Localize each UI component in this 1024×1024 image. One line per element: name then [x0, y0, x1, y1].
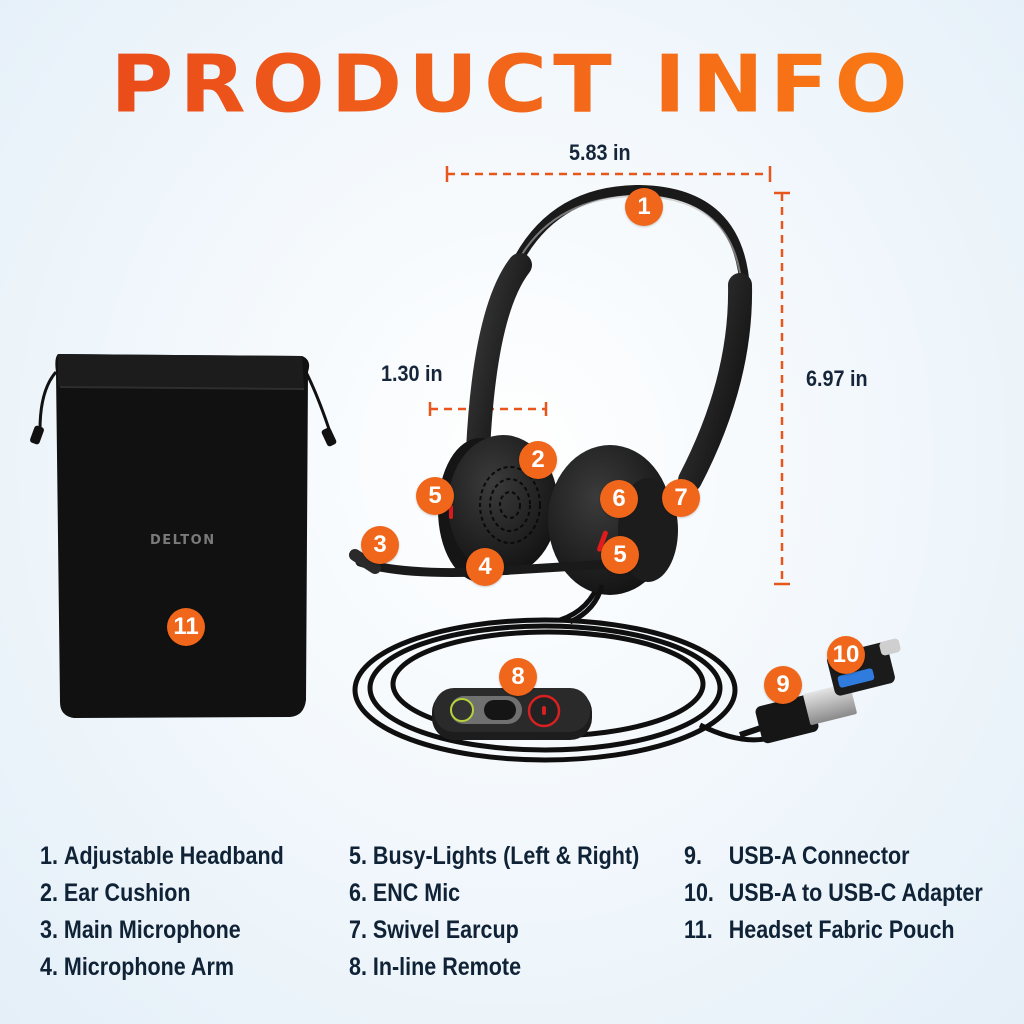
callout-badge-7: 7 — [662, 479, 700, 517]
legend-column-1: 1. Adjustable Headband 2. Ear Cushion 3.… — [40, 838, 284, 986]
height-dimension-line — [774, 191, 790, 586]
callout-badge-5-left: 5 — [416, 477, 454, 515]
legend-item: 10.USB-A to USB-C Adapter — [684, 879, 983, 907]
pouch-brand-logo: DELTON — [150, 533, 216, 548]
callout-badge-11: 11 — [167, 608, 205, 646]
callout-badge-9: 9 — [764, 666, 802, 704]
callout-badge-3: 3 — [361, 526, 399, 564]
headset — [349, 184, 753, 625]
legend-item: 6. ENC Mic — [349, 879, 461, 907]
legend-column-3: 9.USB-A Connector 10.USB-A to USB-C Adap… — [684, 838, 983, 949]
legend-item: 7. Swivel Earcup — [349, 916, 519, 944]
legend-item: 8. In-line Remote — [349, 953, 522, 981]
legend-item: 3. Main Microphone — [40, 916, 241, 944]
usb-a-connector — [739, 683, 857, 744]
inline-remote — [432, 688, 592, 740]
fabric-pouch — [30, 354, 337, 718]
earcup-dimension-label: 1.30 in — [381, 361, 443, 386]
legend-item: 4. Microphone Arm — [40, 953, 234, 981]
callout-badge-6: 6 — [600, 480, 638, 518]
page-title: PRODUCT INFO — [0, 45, 1024, 124]
height-dimension-label: 6.97 in — [806, 366, 868, 391]
legend-item: 1. Adjustable Headband — [40, 842, 284, 870]
callout-badge-5-right: 5 — [601, 536, 639, 574]
callout-badge-10: 10 — [827, 636, 865, 674]
legend-item: 5. Busy-Lights (Left & Right) — [349, 842, 640, 870]
callout-badge-8: 8 — [499, 658, 537, 696]
legend-item: 2. Ear Cushion — [40, 879, 191, 907]
legend-item: 11.Headset Fabric Pouch — [684, 916, 955, 944]
callout-badge-1: 1 — [625, 188, 663, 226]
width-dimension-line — [445, 166, 772, 182]
callout-badge-2: 2 — [519, 441, 557, 479]
legend-column-2: 5. Busy-Lights (Left & Right) 6. ENC Mic… — [349, 838, 639, 986]
callout-badge-4: 4 — [466, 548, 504, 586]
width-dimension-label: 5.83 in — [569, 140, 631, 165]
legend-item: 9.USB-A Connector — [684, 842, 910, 870]
